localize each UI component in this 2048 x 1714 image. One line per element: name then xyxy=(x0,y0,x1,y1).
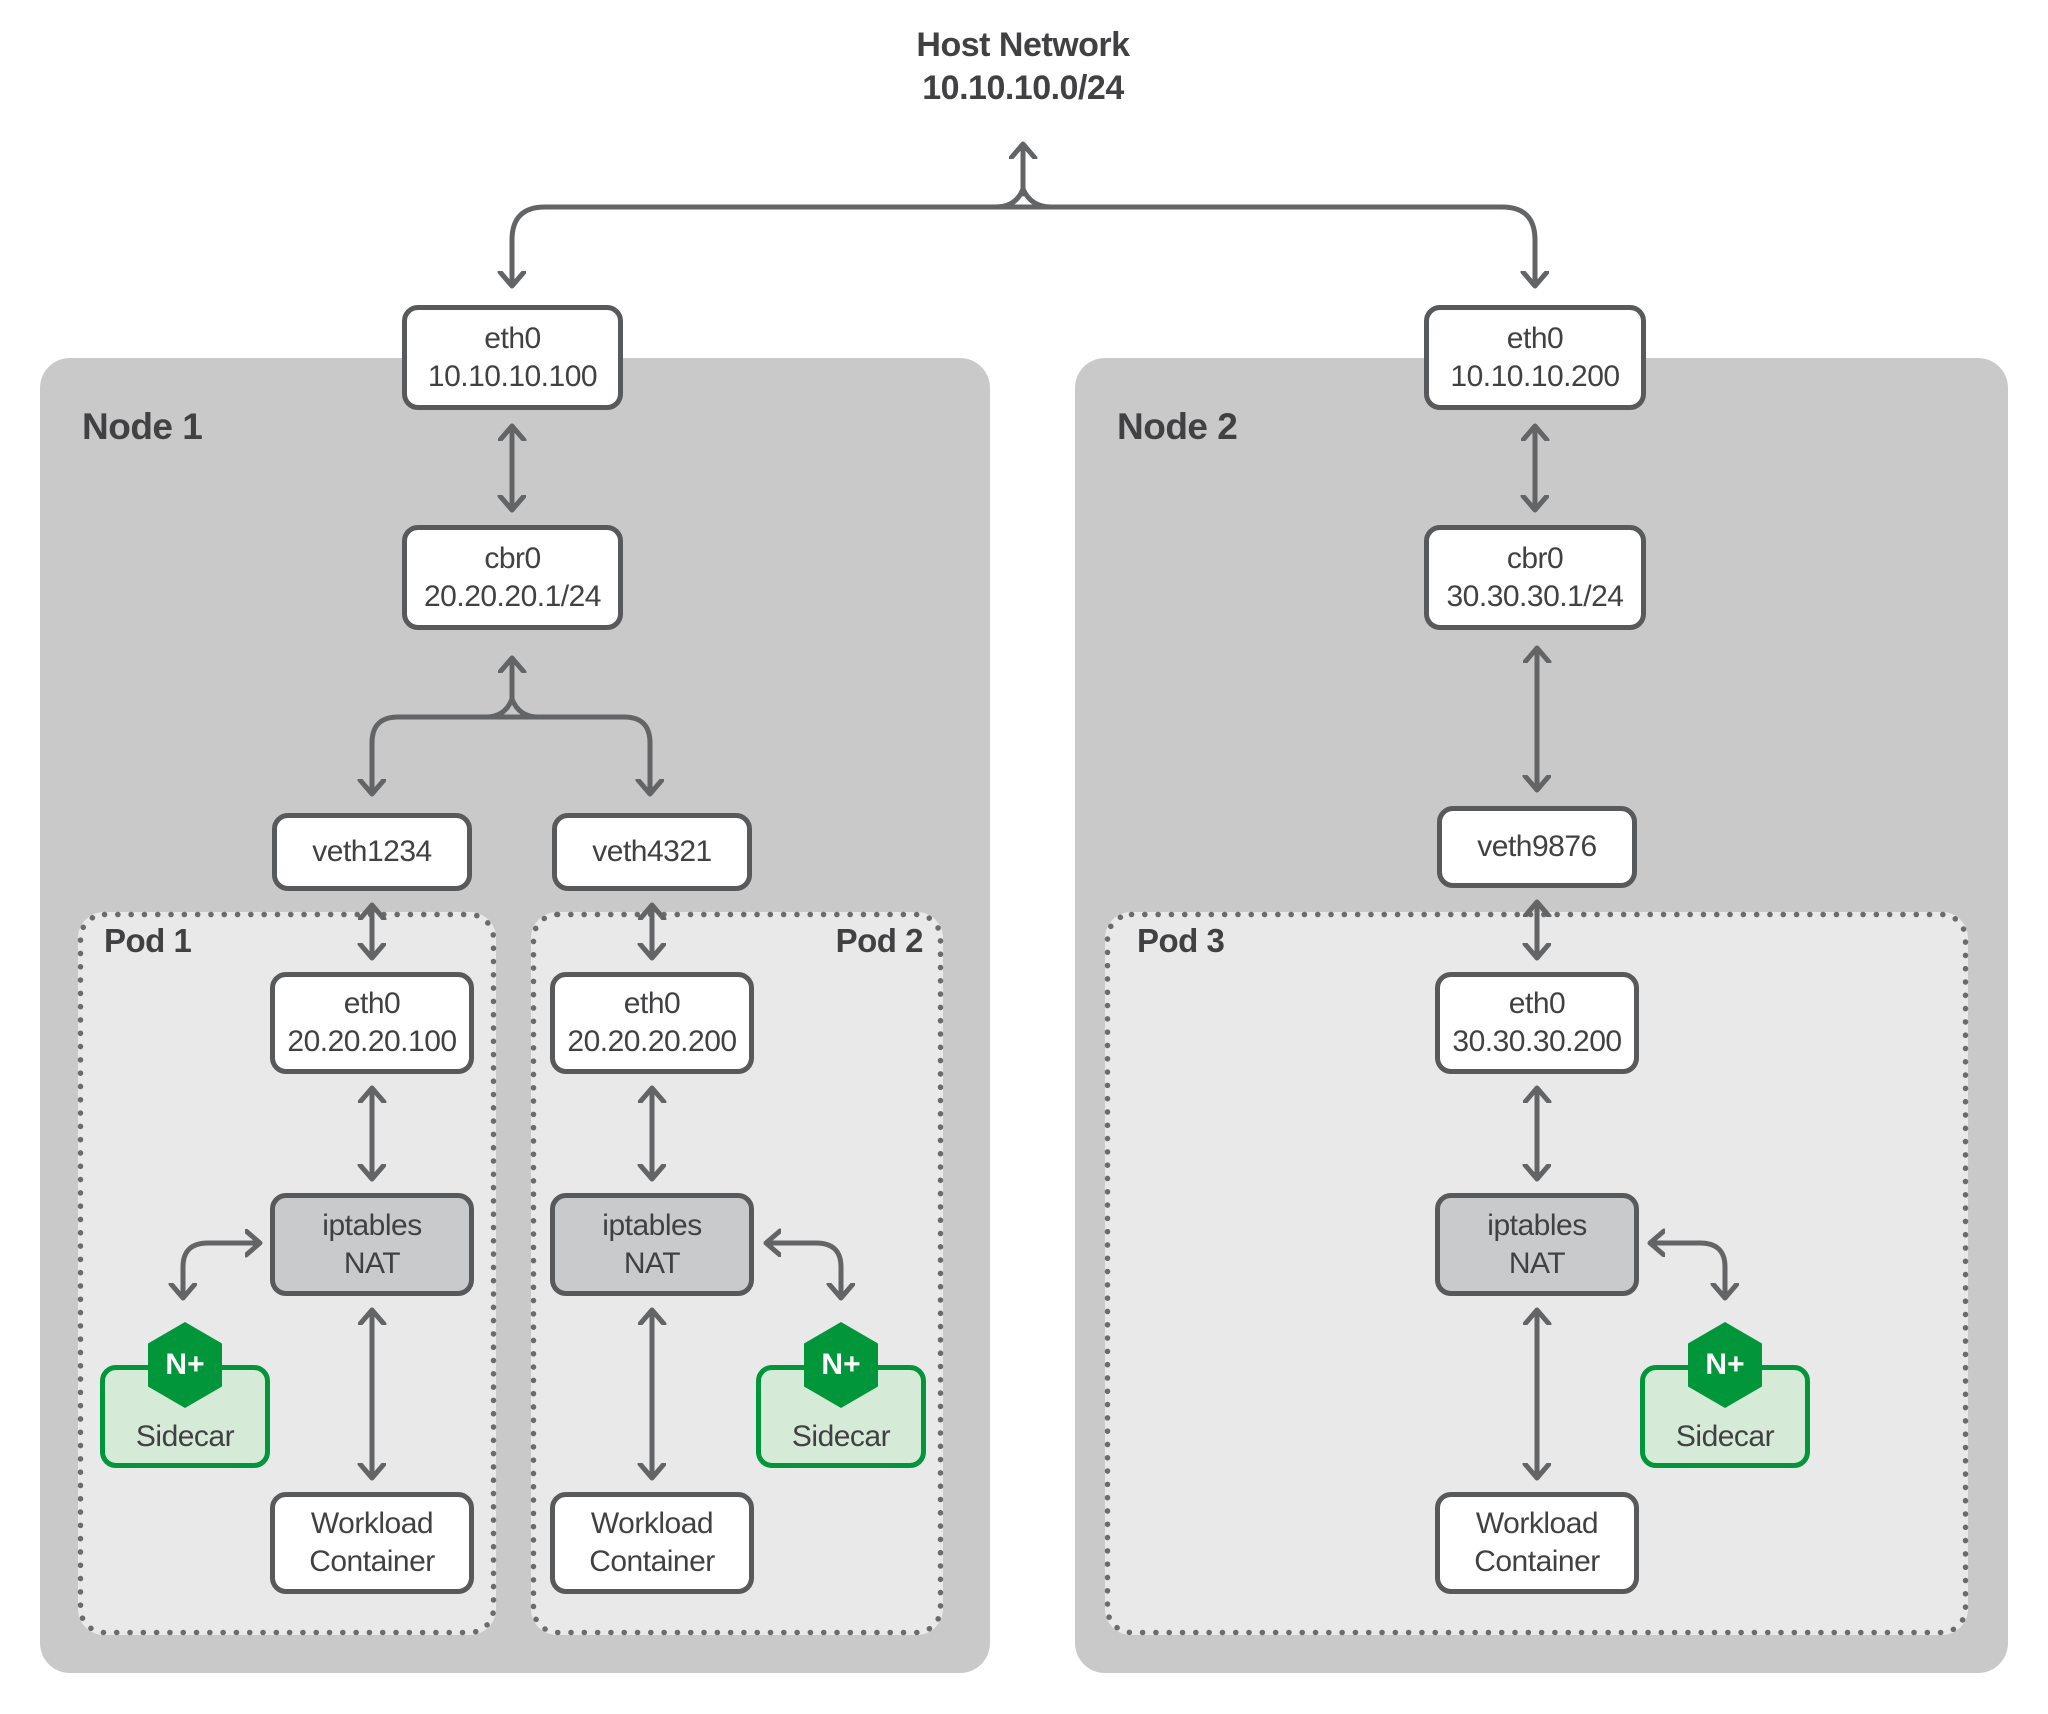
pod3-workload-box: Workload Container xyxy=(1435,1492,1639,1594)
nat-label: iptables xyxy=(602,1208,702,1242)
interface-ip: 20.20.20.1/24 xyxy=(423,579,602,613)
workload-label: Workload xyxy=(590,1507,714,1540)
interface-ip: 20.20.20.200 xyxy=(567,1025,737,1058)
nginx-plus-icon: N+ xyxy=(1688,1322,1762,1408)
interface-ip: 30.30.30.200 xyxy=(1452,1025,1622,1058)
interface-ip: 10.10.10.200 xyxy=(1450,359,1620,393)
workload-label: Workload xyxy=(310,1507,434,1540)
interface-name: veth4321 xyxy=(592,835,712,868)
pod1-eth0-box: eth0 20.20.20.100 xyxy=(270,972,474,1074)
interface-ip: 10.10.10.100 xyxy=(427,359,598,393)
host-network-title: Host Network xyxy=(916,26,1130,64)
nginx-plus-badge: N+ xyxy=(821,1348,861,1381)
interface-name: veth1234 xyxy=(312,835,432,868)
workload-label: Container xyxy=(309,1545,435,1578)
node1-eth0-box: eth0 10.10.10.100 xyxy=(402,305,623,410)
nginx-plus-badge: N+ xyxy=(165,1348,205,1381)
nat-label: iptables xyxy=(322,1208,422,1242)
pod2-iptables-nat-box: iptables NAT xyxy=(550,1193,754,1296)
nginx-plus-badge: N+ xyxy=(1705,1348,1745,1381)
sidecar-label: Sidecar xyxy=(135,1420,235,1453)
node2-label: Node 2 xyxy=(1117,406,1238,447)
pod2-workload-box: Workload Container xyxy=(550,1492,754,1594)
workload-label: Container xyxy=(589,1545,715,1578)
interface-name: eth0 xyxy=(484,321,541,355)
node2-cbr0-box: cbr0 30.30.30.1/24 xyxy=(1424,525,1646,630)
nat-label: NAT xyxy=(343,1246,401,1280)
node1-cbr0-box: cbr0 20.20.20.1/24 xyxy=(402,525,623,630)
interface-name: eth0 xyxy=(1506,321,1564,355)
interface-name: eth0 xyxy=(343,987,401,1020)
veth1234-box: veth1234 xyxy=(272,813,472,891)
sidecar-label: Sidecar xyxy=(1675,1420,1775,1453)
interface-ip: 30.30.30.1/24 xyxy=(1446,579,1624,613)
diagram-title: Host Network 10.10.10.0/24 xyxy=(723,24,1323,110)
pod1-label: Pod 1 xyxy=(104,922,192,959)
node2-eth0-box: eth0 10.10.10.200 xyxy=(1424,305,1646,410)
node1-label: Node 1 xyxy=(82,406,203,447)
workload-label: Workload xyxy=(1475,1507,1599,1540)
interface-name: cbr0 xyxy=(1506,541,1564,575)
interface-name: eth0 xyxy=(1508,987,1566,1020)
pod3-iptables-nat-box: iptables NAT xyxy=(1435,1193,1639,1296)
pod1-workload-box: Workload Container xyxy=(270,1492,474,1594)
veth9876-box: veth9876 xyxy=(1437,806,1637,888)
nat-label: iptables xyxy=(1487,1208,1587,1242)
interface-ip: 20.20.20.100 xyxy=(287,1025,457,1058)
veth4321-box: veth4321 xyxy=(552,813,752,891)
pod1-iptables-nat-box: iptables NAT xyxy=(270,1193,474,1296)
interface-name: eth0 xyxy=(623,987,681,1020)
nat-label: NAT xyxy=(1508,1246,1566,1280)
interface-name: veth9876 xyxy=(1477,830,1597,863)
nginx-plus-icon: N+ xyxy=(148,1322,222,1408)
pod3-eth0-box: eth0 30.30.30.200 xyxy=(1435,972,1639,1074)
pod2-label: Pod 2 xyxy=(835,922,924,959)
nat-label: NAT xyxy=(623,1246,681,1280)
pod3-label: Pod 3 xyxy=(1137,922,1225,959)
nginx-plus-icon: N+ xyxy=(804,1322,878,1408)
sidecar-label: Sidecar xyxy=(791,1420,891,1453)
pod2-eth0-box: eth0 20.20.20.200 xyxy=(550,972,754,1074)
workload-label: Container xyxy=(1474,1545,1600,1578)
host-network-subnet: 10.10.10.0/24 xyxy=(922,69,1124,107)
interface-name: cbr0 xyxy=(484,541,541,575)
